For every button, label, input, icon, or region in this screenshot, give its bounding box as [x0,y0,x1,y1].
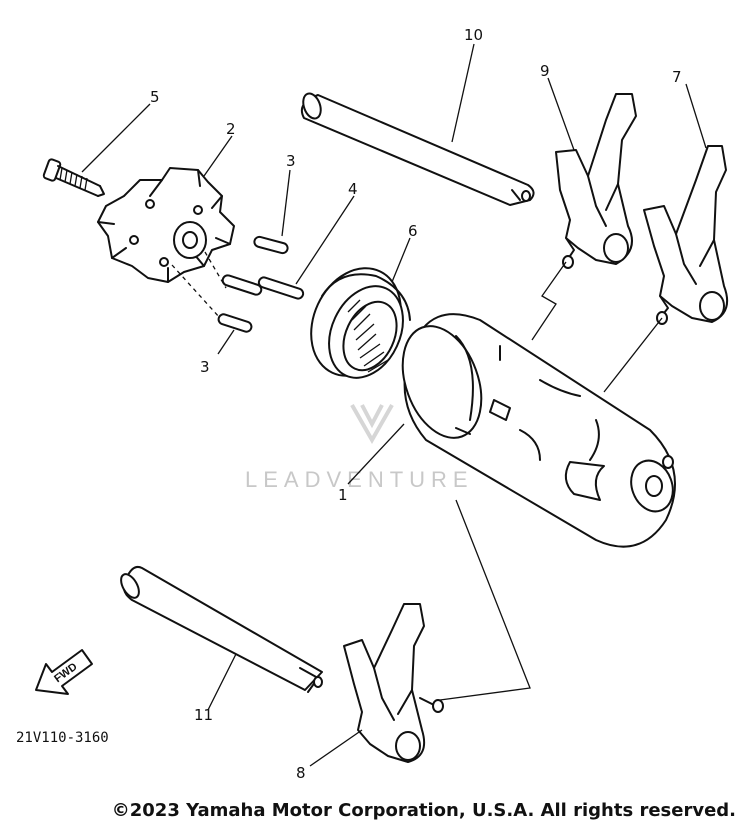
part-2-segment [97,167,235,283]
callout-11: 11 [194,706,213,724]
part-3-pin-lower [217,313,253,333]
callout-8: 8 [296,764,306,782]
part-9-shift-fork [555,93,637,269]
callout-5: 5 [150,88,160,106]
fwd-arrow-icon: FWD [35,649,93,695]
copyright-footer: ©2023 Yamaha Motor Corporation, U.S.A. A… [0,800,750,821]
part-11-shift-fork-shaft [120,565,323,693]
copyright-text: ©2023 Yamaha Motor Corporation, U.S.A. A… [111,800,736,821]
callout-9: 9 [540,62,550,80]
part-3-pin-upper [253,235,289,255]
callout-1: 1 [338,486,348,504]
callout-4: 4 [348,180,358,198]
part-8-shift-fork [343,603,444,763]
part-7-shift-fork [643,145,728,325]
callout-6: 6 [408,222,418,240]
diagram-part-code: 21V110-3160 [16,730,109,746]
watermark: LEADVENTURE [245,404,474,492]
part-4-pins [221,274,305,300]
leader-lines [81,43,707,767]
watermark-text: LEADVENTURE [245,467,474,492]
part-10-shift-fork-shaft [300,92,535,206]
callout-2: 2 [226,120,236,138]
callout-numbers: 1 2 3 3 4 5 6 7 8 9 10 11 [150,26,682,782]
callout-10: 10 [464,26,483,44]
part-5-bolt [42,158,105,197]
callout-3-lower: 3 [200,358,210,376]
part-6-bearing [310,267,411,379]
part-1-shift-cam [401,313,676,548]
callout-7: 7 [672,68,682,86]
callout-3-upper: 3 [286,152,296,170]
